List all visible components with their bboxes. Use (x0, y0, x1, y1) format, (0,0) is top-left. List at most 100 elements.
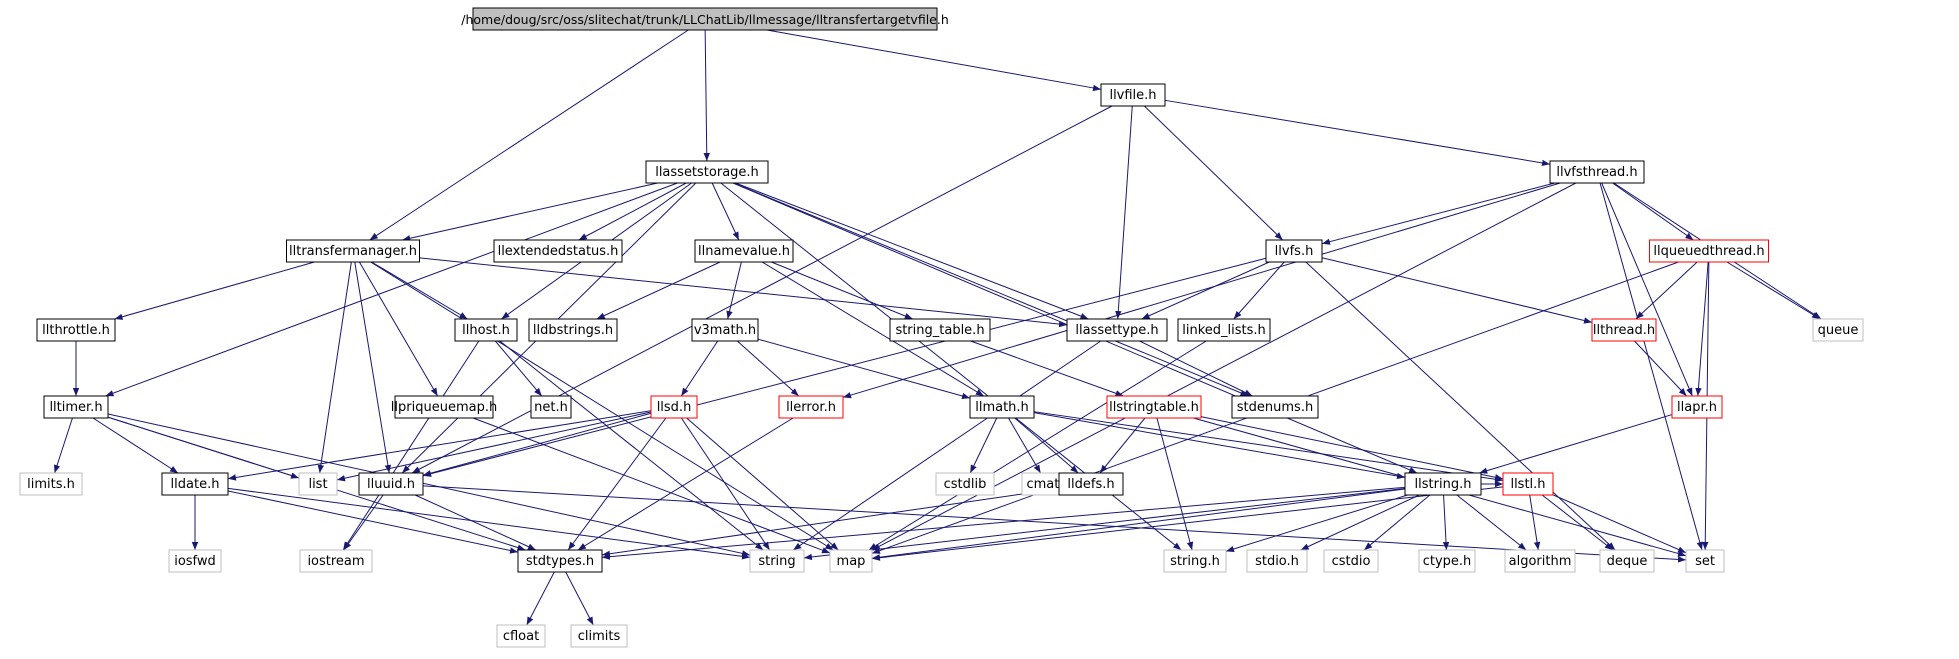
node-label-llthread: llthread.h (1593, 323, 1655, 338)
edge-llvfsthread-to-set (1599, 182, 1703, 551)
node-lldbstrings[interactable]: lldbstrings.h (528, 318, 618, 342)
node-llhost[interactable]: llhost.h (454, 318, 518, 342)
node-lluuid[interactable]: lluuid.h (358, 472, 424, 496)
node-ctypeh: ctype.h (1418, 549, 1476, 573)
node-llassettype[interactable]: llassettype.h (1066, 318, 1168, 342)
node-llstl[interactable]: llstl.h (1502, 472, 1554, 496)
node-v3math[interactable]: v3math.h (691, 318, 759, 342)
node-box-linked_lists (1177, 318, 1271, 342)
node-box-lluuid (358, 472, 424, 496)
node-llapr[interactable]: llapr.h (1671, 395, 1723, 419)
node-box-llstringtable (1106, 395, 1202, 419)
node-llstring[interactable]: llstring.h (1404, 472, 1482, 496)
node-root[interactable]: /home/doug/src/oss/slitechat/trunk/LLCha… (461, 7, 949, 31)
edge-llvfsthread-to-llerror (842, 182, 1561, 399)
node-string_table[interactable]: string_table.h (889, 318, 991, 342)
node-stdenums[interactable]: stdenums.h (1231, 395, 1319, 419)
node-llnamevalue[interactable]: llnamevalue.h (694, 239, 794, 263)
edge-llassetstorage-to-stdenums (733, 182, 1249, 397)
node-box-llvfs (1265, 239, 1323, 263)
node-llextendedstatus[interactable]: llextendedstatus.h (493, 239, 623, 263)
edge-llassetstorage-to-lltransfermanager (402, 182, 658, 242)
node-label-llmath: llmath.h (975, 400, 1029, 415)
edge-lldate-to-stdtypes (227, 490, 519, 554)
edge-llsd-to-string (680, 417, 771, 551)
node-label-stdtypes: stdtypes.h (526, 554, 594, 569)
node-label-deque: deque (1607, 554, 1648, 569)
node-label-set: set (1695, 554, 1715, 569)
node-limits: limits.h (19, 472, 83, 496)
edge-llapr-to-llstring (1479, 414, 1673, 474)
edge-string_table-to-llstringtable (970, 340, 1124, 397)
edge-llvfile-to-llassettype (1115, 105, 1133, 320)
node-box-cfloat (496, 624, 546, 648)
node-llassetstorage[interactable]: llassetstorage.h (645, 160, 769, 184)
edge-lltransfermanager-to-llassettype (419, 257, 1068, 328)
edge-llstring-to-cstdio (1363, 494, 1431, 551)
edge-llthread-to-llapr (1634, 340, 1687, 397)
edge-llvfsthread-to-llapr (1601, 182, 1693, 397)
node-llthread[interactable]: llthread.h (1591, 318, 1657, 342)
node-lldefs[interactable]: lldefs.h (1058, 472, 1124, 496)
edge-llstring-to-map (871, 488, 1406, 561)
node-label-llstring: llstring.h (1415, 477, 1472, 492)
edge-stdtypes-to-cfloat (526, 571, 555, 626)
node-box-llextendedstatus (493, 239, 623, 263)
node-stdtypes[interactable]: stdtypes.h (517, 549, 603, 573)
node-llpriqueuemap[interactable]: llpriqueuemap.h (391, 395, 497, 419)
node-lldate[interactable]: lldate.h (161, 472, 229, 496)
node-stringh: string.h (1163, 549, 1227, 573)
node-linked_lists[interactable]: linked_lists.h (1177, 318, 1271, 342)
edge-llassetstorage-to-llassettype (735, 182, 1089, 320)
edge-llmath-to-cstdlib (969, 417, 998, 474)
edge-lltransfermanager-to-llpriqueuemap (358, 261, 439, 397)
node-llmath[interactable]: llmath.h (969, 395, 1035, 419)
node-llvfile[interactable]: llvfile.h (1100, 83, 1166, 107)
edge-lltransfermanager-to-list (317, 261, 352, 474)
node-lltransfermanager[interactable]: lltransfermanager.h (286, 239, 420, 263)
node-box-llsd (650, 395, 698, 419)
node-iostream: iostream (299, 549, 373, 573)
node-list: list (298, 472, 338, 496)
node-label-llvfsthread: llvfsthread.h (1556, 165, 1637, 180)
node-label-list: list (308, 477, 327, 492)
node-llsd[interactable]: llsd.h (650, 395, 698, 419)
node-label-climits: climits (578, 629, 621, 644)
node-box-llstl (1502, 472, 1554, 496)
edge-llmath-to-llstring (1033, 412, 1406, 480)
node-box-stdioh (1246, 549, 1308, 573)
edge-root-to-llvfile (766, 29, 1102, 92)
node-label-cstdio: cstdio (1332, 554, 1371, 569)
node-label-ctypeh: ctype.h (1423, 554, 1472, 569)
edge-v3math-to-llerror (736, 340, 800, 397)
node-label-stdioh: stdio.h (1255, 554, 1299, 569)
edge-llvfs-to-llassettype (1141, 261, 1270, 320)
edge-llsd-to-map (686, 417, 839, 551)
node-llvfs[interactable]: llvfs.h (1265, 239, 1323, 263)
node-label-iostream: iostream (307, 554, 364, 569)
edge-llnamevalue-to-string_table (771, 261, 913, 320)
node-box-v3math (691, 318, 759, 342)
node-llqueuedthread[interactable]: llqueuedthread.h (1649, 239, 1769, 263)
edge-llsd-to-list (336, 411, 652, 482)
node-llvfsthread[interactable]: llvfsthread.h (1549, 160, 1645, 184)
node-label-llpriqueuemap: llpriqueuemap.h (391, 400, 497, 415)
node-stdioh: stdio.h (1246, 549, 1308, 573)
node-box-lldefs (1058, 472, 1124, 496)
edge-llnamevalue-to-v3math (726, 261, 742, 320)
node-lltimer[interactable]: lltimer.h (43, 395, 109, 419)
edge-lltransfermanager-to-llhost (371, 261, 468, 320)
node-neth[interactable]: net.h (530, 395, 572, 419)
node-llstringtable[interactable]: llstringtable.h (1106, 395, 1202, 419)
edge-llqueuedthread-to-llthread (1635, 261, 1698, 320)
node-box-stdenums (1231, 395, 1319, 419)
node-llerror[interactable]: llerror.h (778, 395, 844, 419)
edge-llhost-to-iostream (342, 340, 480, 551)
node-llthrottle[interactable]: llthrottle.h (36, 318, 116, 342)
edge-lltimer-to-string (107, 413, 751, 557)
edge-llassetstorage-to-llnamevalue (711, 182, 740, 241)
node-label-lldbstrings: lldbstrings.h (533, 323, 613, 338)
edge-llstring-to-string (803, 487, 1406, 561)
edge-llstring-to-stdtypes (601, 486, 1406, 560)
